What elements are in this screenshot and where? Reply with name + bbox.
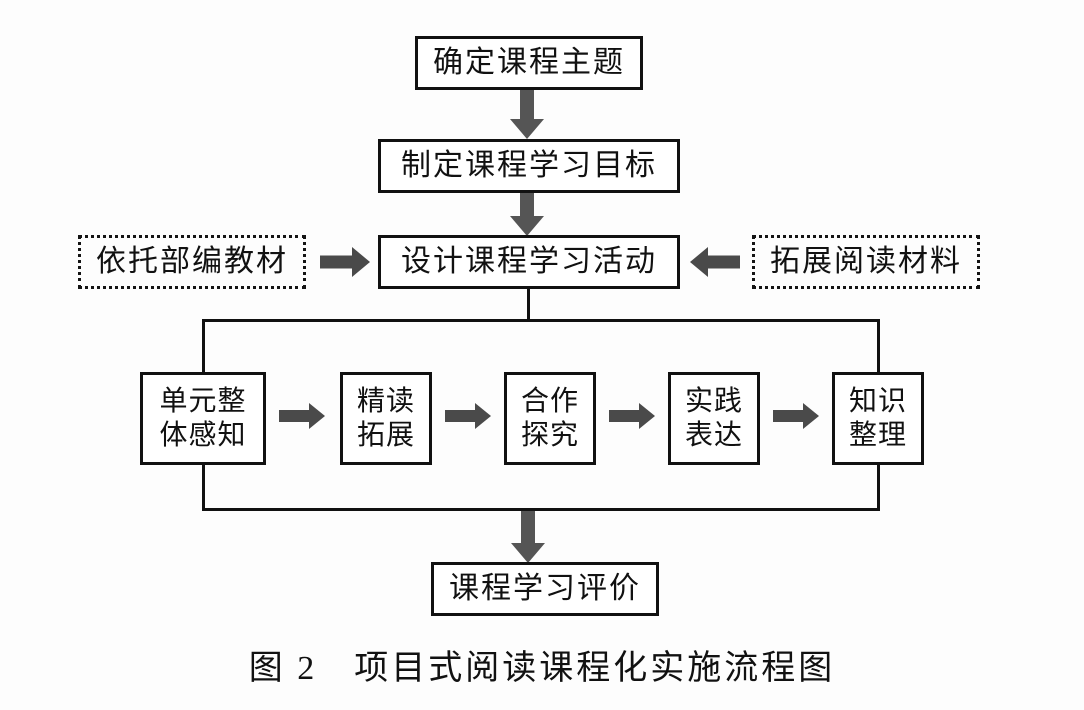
node-evaluation[interactable]: 课程学习评价 <box>431 562 659 616</box>
connector-stage-1-to-2 <box>279 403 325 429</box>
connector-stage-2-to-3 <box>445 403 491 429</box>
node-goals-label: 制定课程学习目标 <box>401 149 657 183</box>
stage-box-1[interactable]: 单元整 体感知 <box>140 372 266 465</box>
connector-reading-to-activity <box>690 247 740 277</box>
arrow-head <box>803 403 819 429</box>
node-reading-label: 拓展阅读材料 <box>770 245 962 279</box>
arrow-shaft <box>521 511 535 544</box>
arrow-head <box>309 403 325 429</box>
connector-activity-stem <box>527 289 530 321</box>
node-topic[interactable]: 确定课程主题 <box>415 36 643 90</box>
node-activity-label: 设计课程学习活动 <box>401 245 657 279</box>
arrow-shaft <box>320 255 354 269</box>
arrow-head <box>352 247 370 277</box>
arrow-head <box>475 403 491 429</box>
arrow-shaft <box>520 193 534 217</box>
arrow-shaft <box>609 410 640 422</box>
node-topic-label: 确定课程主题 <box>433 46 625 80</box>
node-activity[interactable]: 设计课程学习活动 <box>378 235 680 289</box>
stage-box-3-label: 合作 探究 <box>520 386 579 451</box>
arrow-head <box>510 119 544 139</box>
stage-box-1-label: 单元整 体感知 <box>159 386 247 451</box>
arrow-head <box>511 543 545 563</box>
arrow-shaft <box>773 410 804 422</box>
connector-topic-to-goals <box>510 90 544 139</box>
node-reading[interactable]: 拓展阅读材料 <box>752 235 980 289</box>
connector-stages-bottom-rail <box>202 508 880 511</box>
arrow-head <box>690 247 708 277</box>
connector-stage-3-to-4 <box>609 403 655 429</box>
figure-caption: 图 2 项目式阅读课程化实施流程图 <box>248 650 836 687</box>
node-goals[interactable]: 制定课程学习目标 <box>378 139 680 193</box>
connector-stage-4-to-5 <box>773 403 819 429</box>
node-textbook-label: 依托部编教材 <box>96 245 288 279</box>
stage-box-5-label: 知识 整理 <box>848 386 907 451</box>
connector-rise-from-stage-5 <box>877 463 880 511</box>
connector-rise-from-stage-1 <box>202 463 205 511</box>
stage-box-2[interactable]: 精读 拓展 <box>340 372 432 465</box>
node-textbook[interactable]: 依托部编教材 <box>78 235 306 289</box>
arrow-head <box>639 403 655 429</box>
stage-box-4[interactable]: 实践 表达 <box>668 372 760 465</box>
connector-drop-to-stage-5 <box>877 319 880 374</box>
arrow-shaft <box>445 410 476 422</box>
stage-box-5[interactable]: 知识 整理 <box>832 372 924 465</box>
arrow-shaft <box>520 90 534 120</box>
stage-box-3[interactable]: 合作 探究 <box>504 372 596 465</box>
connector-stages-top-rail <box>202 319 880 322</box>
connector-goals-to-activity <box>510 193 544 236</box>
stage-box-4-label: 实践 表达 <box>684 386 743 451</box>
node-evaluation-label: 课程学习评价 <box>449 572 641 606</box>
arrow-shaft <box>279 410 310 422</box>
connector-textbook-to-activity <box>320 247 370 277</box>
connector-drop-to-stage-1 <box>202 319 205 374</box>
connector-stages-to-evaluation <box>511 511 545 563</box>
arrow-shaft <box>706 255 740 269</box>
arrow-head <box>510 216 544 236</box>
stage-box-2-label: 精读 拓展 <box>356 386 415 451</box>
